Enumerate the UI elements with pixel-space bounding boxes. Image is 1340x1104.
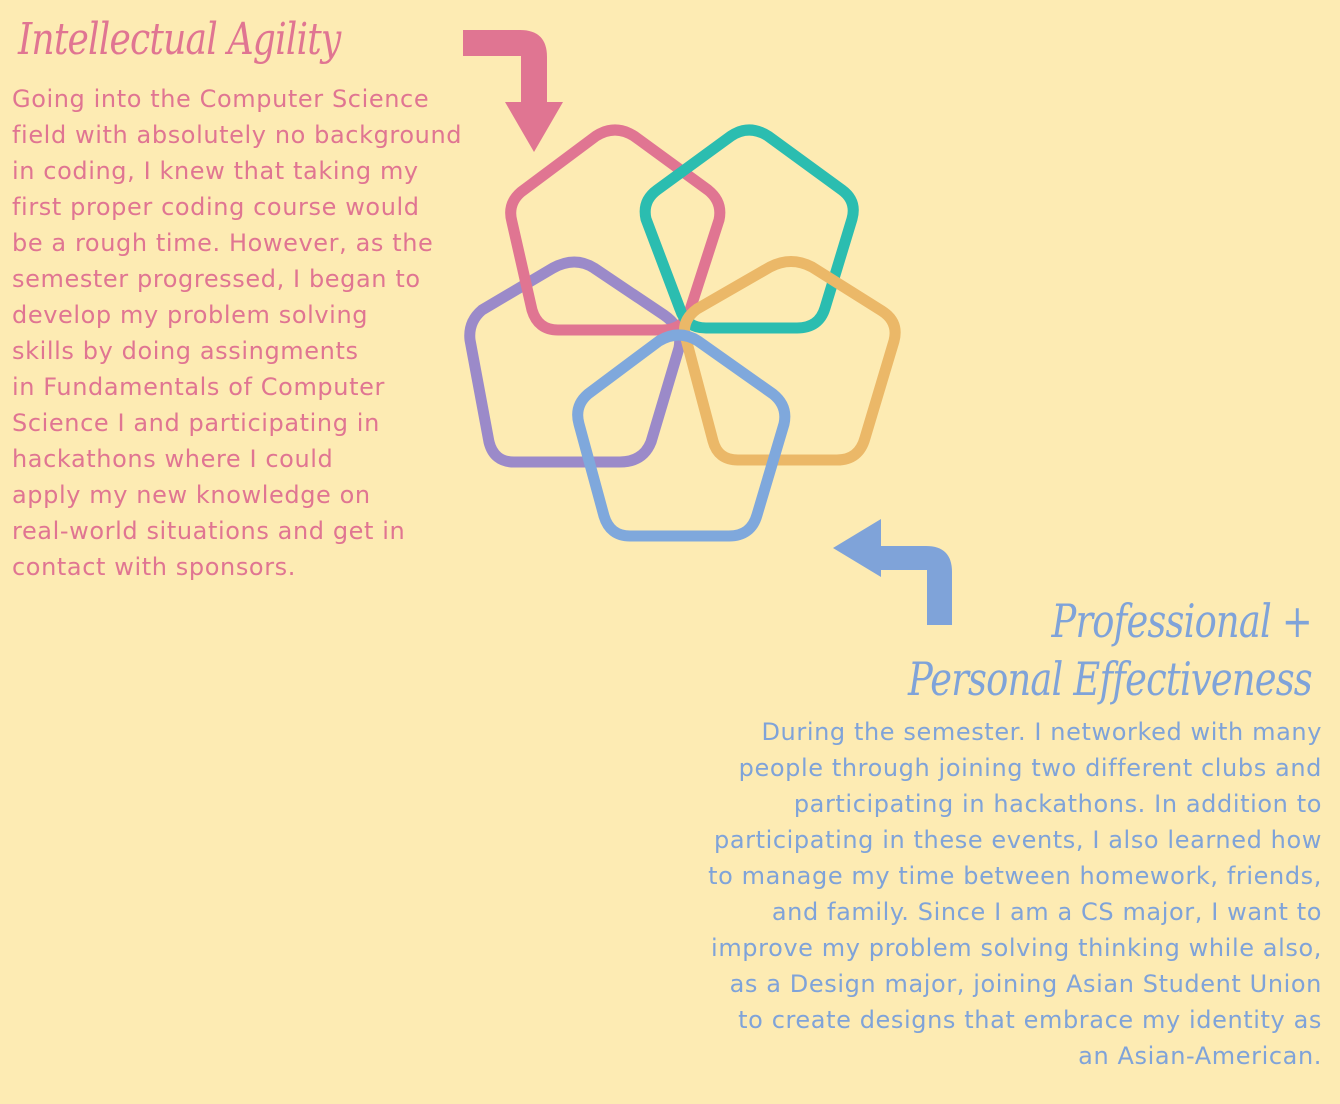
body-line: Going into the Computer Science [12,85,430,113]
pentagon-blue [572,329,791,542]
body-line: and family. Since I am a CS major, I wan… [771,898,1322,926]
body-line: field with absolutely no background [12,121,463,149]
body-line: develop my problem solving [12,301,369,329]
body-line: real-world situations and get in [12,517,406,545]
intellectual-agility-body: Going into the Computer Science field wi… [12,81,522,585]
body-line: apply my new knowledge on [12,481,371,509]
body-line: in coding, I knew that taking my [12,157,419,185]
arrow-down-icon [463,30,563,152]
body-line: participating in hackathons. In addition… [793,790,1322,818]
body-line: to manage my time between homework, frie… [708,862,1322,890]
body-line: as a Design major, joining Asian Student… [729,970,1322,998]
pentagon-orange [679,256,901,466]
intellectual-agility-title: Intellectual Agility [18,14,341,65]
title-line: Professional + [1051,594,1313,648]
arrow-left-icon [833,519,952,625]
pentagon-teal [639,124,859,334]
body-line: Science I and participating in [12,409,380,437]
body-line: people through joining two different clu… [738,754,1322,782]
title-line: Personal Effectiveness [908,652,1313,706]
body-line: hackathons where I could [12,445,334,473]
body-line: an Asian-American. [1078,1042,1322,1070]
body-line: to create designs that embrace my identi… [738,1006,1322,1034]
professional-effectiveness-title: Professional + Personal Effectiveness [908,592,1313,708]
pentagon-pink [505,124,726,336]
body-line: During the semester. I networked with ma… [761,718,1322,746]
body-line: in Fundamentals of Computer [12,373,385,401]
body-line: semester progressed, I began to [12,265,421,293]
professional-effectiveness-body: During the semester. I networked with ma… [622,714,1322,1074]
body-line: contact with sponsors. [12,553,297,581]
body-line: participating in these events, I also le… [713,826,1322,854]
body-line: skills by doing assingments [12,337,359,365]
body-line: be a rough time. However, as the [12,229,434,257]
body-line: improve my problem solving thinking whil… [711,934,1322,962]
body-line: first proper coding course would [12,193,420,221]
